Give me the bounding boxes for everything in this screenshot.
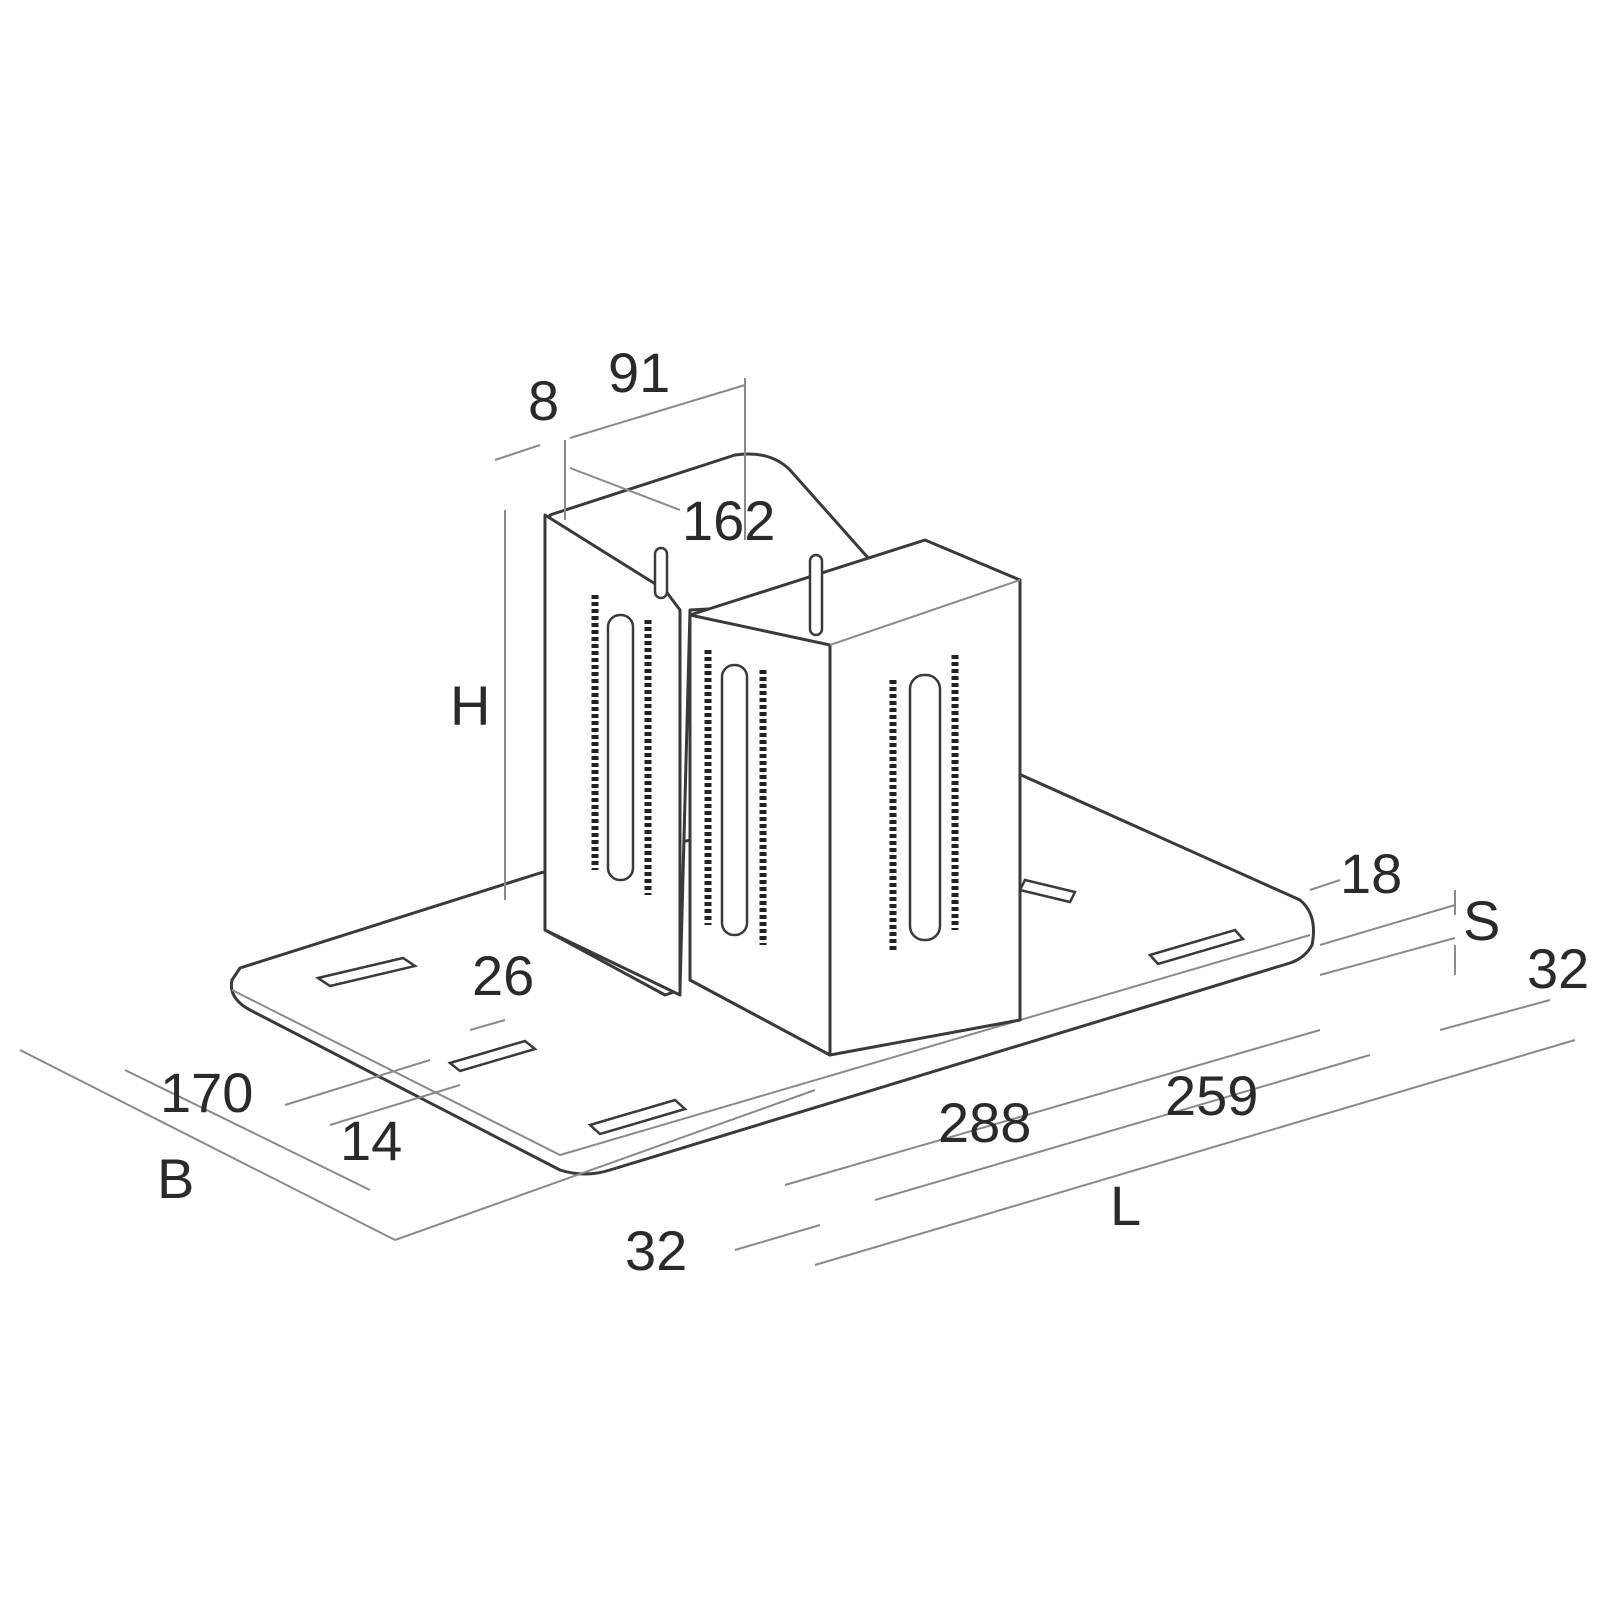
right-post: [653, 538, 1022, 1057]
dim-height: H: [450, 674, 490, 737]
dim-slot-spacing-l-inner: 259: [1165, 1064, 1258, 1127]
dim-slot-spacing-l-outer: 288: [938, 1091, 1031, 1154]
dim-slot-width-right: 18: [1340, 842, 1402, 905]
slot-hole: [314, 956, 419, 988]
dim-spacing: S: [1463, 889, 1500, 952]
dimension-lines: [19, 378, 1576, 1266]
dim-inner-width: 91: [608, 341, 670, 404]
dim-base-length: L: [1110, 1174, 1141, 1237]
dim-slot-width-left: 14: [340, 1109, 402, 1172]
dim-post-depth: 162: [682, 489, 775, 552]
dim-edge-bottom: 32: [625, 1219, 687, 1282]
dim-slot-spacing-b: 170: [160, 1061, 253, 1124]
dimension-labels: 8 91 162 H 18 S 32 26 170 14 B 288 259 L…: [157, 341, 1589, 1282]
dim-slot-length: 26: [472, 944, 534, 1007]
slot-hole: [1147, 928, 1246, 966]
dim-edge-right: 32: [1527, 937, 1589, 1000]
dim-wall-thickness: 8: [528, 369, 559, 432]
slot-hole: [1018, 878, 1077, 904]
dim-base-width: B: [157, 1147, 194, 1210]
slot-hole: [587, 1098, 688, 1136]
slot-hole: [447, 1039, 538, 1073]
